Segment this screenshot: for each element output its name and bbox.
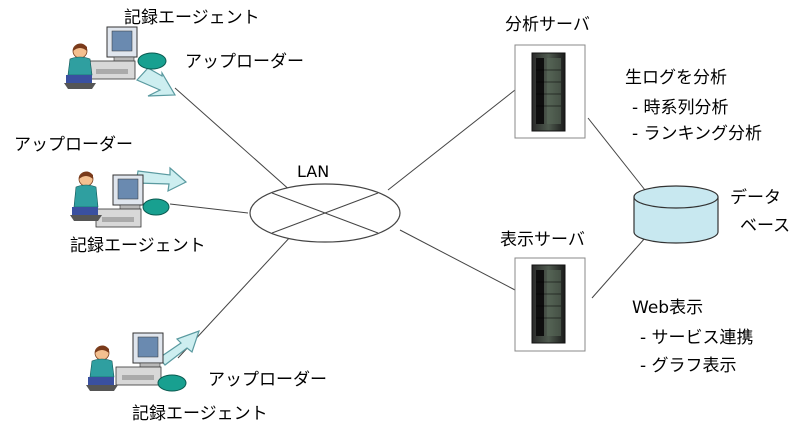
analysis-item-ranking: - ランキング分析 xyxy=(632,124,763,144)
display-item-graph: - グラフ表示 xyxy=(640,356,737,376)
client3-agent-label: 記録エージェント xyxy=(132,404,268,424)
client3-uploader-label: アップローダー xyxy=(208,370,327,390)
analysis-server-title: 分析サーバ xyxy=(505,15,590,35)
link-lan-display xyxy=(399,229,516,291)
analysis-item-timeseries: - 時系列分析 xyxy=(632,98,729,118)
client1-uploader-label: アップローダー xyxy=(185,52,304,72)
client1-agent-label: 記録エージェント xyxy=(124,8,260,28)
display-server-title: 表示サーバ xyxy=(500,230,585,250)
display-heading: Web表示 xyxy=(632,298,704,318)
client-workstation-2 xyxy=(70,171,170,228)
link-lan-analysis xyxy=(387,89,516,191)
link-display-db xyxy=(591,237,646,299)
display-item-service: - サービス連携 xyxy=(640,328,754,348)
database-label-line1: データ xyxy=(730,188,781,208)
link-client2-lan xyxy=(169,203,249,214)
lan-label: LAN xyxy=(297,162,330,181)
client-workstation-3 xyxy=(86,332,187,392)
client2-agent-label: 記録エージェント xyxy=(70,236,206,256)
link-analysis-db xyxy=(587,117,646,191)
person-body-icon xyxy=(73,184,99,208)
client-workstation-1 xyxy=(64,26,167,89)
lan-cross-2 xyxy=(271,192,379,234)
analysis-server xyxy=(514,44,586,139)
disk-icon xyxy=(142,198,170,216)
link-client1-lan xyxy=(174,87,293,193)
disk-icon xyxy=(157,374,187,392)
analysis-heading: 生ログを分析 xyxy=(625,68,727,88)
display-server xyxy=(514,257,586,352)
person-body-icon xyxy=(67,56,93,76)
database-label-line2: ベース xyxy=(740,216,791,236)
server-tower-icon xyxy=(531,52,566,132)
upload-arrows xyxy=(135,67,200,366)
database-cylinder-icon xyxy=(633,185,719,244)
upload-arrow-1 xyxy=(135,67,177,97)
disk-icon xyxy=(137,52,167,70)
lan-hub xyxy=(249,183,401,243)
upload-arrow-3 xyxy=(158,330,200,366)
person-body-icon xyxy=(89,358,115,378)
server-tower-icon xyxy=(531,264,566,344)
client2-uploader-label: アップローダー xyxy=(14,135,133,155)
